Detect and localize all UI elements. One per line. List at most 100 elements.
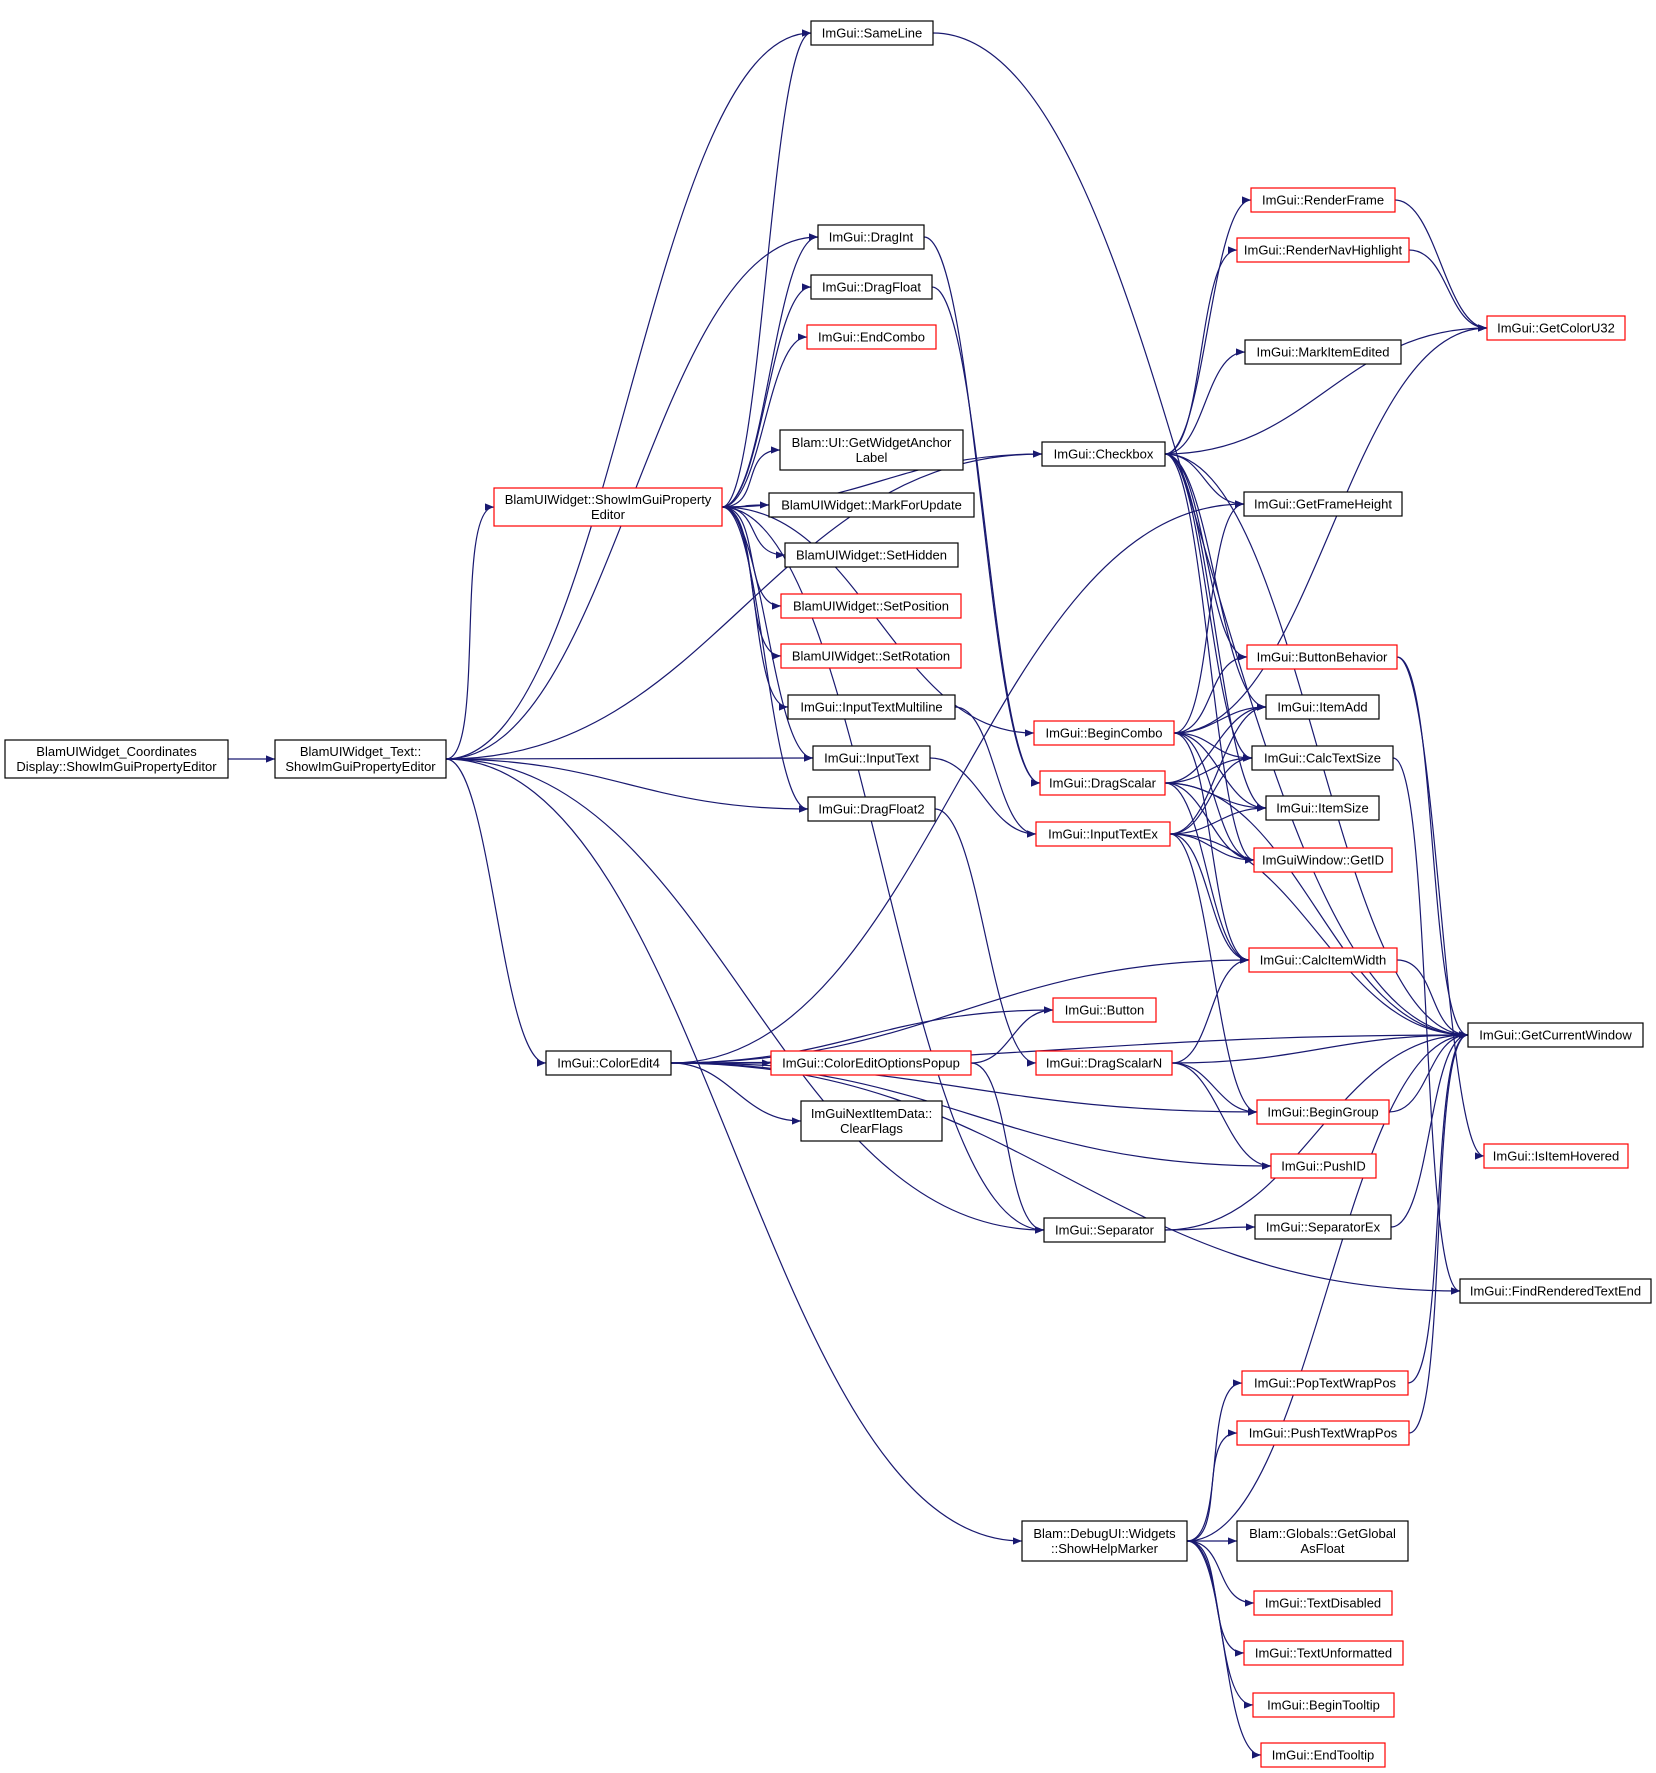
- node-sameline[interactable]: ImGui::SameLine: [810, 20, 934, 46]
- node-label: ImGui::GetCurrentWindow: [1479, 1028, 1632, 1043]
- node-textunformatted[interactable]: ImGui::TextUnformatted: [1243, 1640, 1404, 1666]
- node-pushtextwrappos[interactable]: ImGui::PushTextWrapPos: [1236, 1420, 1410, 1446]
- node-label: ImGui::SeparatorEx: [1266, 1220, 1381, 1235]
- node-box: [1250, 187, 1396, 213]
- node-setposition[interactable]: BlamUIWidget::SetPosition: [780, 593, 962, 619]
- node-box: [784, 542, 959, 568]
- edge-checkbox-to-rendernavhighlight: [1164, 246, 1238, 455]
- node-button[interactable]: ImGui::Button: [1052, 997, 1157, 1023]
- node-widget_show[interactable]: BlamUIWidget::ShowImGuiPropertyEditor: [493, 487, 723, 527]
- edge-coloredit4-to-pushid: [670, 1062, 1272, 1170]
- node-label: ImGui::GetFrameHeight: [1254, 497, 1392, 512]
- node-label: Display::ShowImGuiPropertyEditor: [16, 759, 217, 774]
- node-coloreditoptions[interactable]: ImGui::ColorEditOptionsPopup: [770, 1050, 972, 1076]
- node-label: ImGui::TextDisabled: [1265, 1596, 1381, 1611]
- node-box: [768, 492, 975, 518]
- node-markforupdate[interactable]: BlamUIWidget::MarkForUpdate: [768, 492, 975, 518]
- node-begincombo[interactable]: ImGui::BeginCombo: [1033, 720, 1175, 746]
- edge-dragscalar-to-getcurrentwindow: [1164, 782, 1469, 1039]
- edge-widget_show-to-separator: [721, 506, 1045, 1234]
- edge-dragscalar-to-itemadd: [1164, 703, 1267, 784]
- node-box: [1052, 997, 1157, 1023]
- node-endtooltip[interactable]: ImGui::EndTooltip: [1260, 1742, 1386, 1768]
- node-windowgetid[interactable]: ImGuiWindow::GetID: [1253, 847, 1393, 873]
- node-root[interactable]: BlamUIWidget_CoordinatesDisplay::ShowImG…: [4, 739, 229, 779]
- node-dragscalar[interactable]: ImGui::DragScalar: [1039, 770, 1166, 796]
- node-box: [779, 429, 964, 471]
- node-dragint[interactable]: ImGui::DragInt: [817, 224, 925, 250]
- node-poptextwrappos[interactable]: ImGui::PopTextWrapPos: [1241, 1370, 1409, 1396]
- node-begingroup[interactable]: ImGui::BeginGroup: [1256, 1099, 1390, 1125]
- node-dragfloat[interactable]: ImGui::DragFloat: [810, 274, 933, 300]
- node-label: ImGui::Separator: [1055, 1223, 1155, 1238]
- node-text_show[interactable]: BlamUIWidget_Text::ShowImGuiPropertyEdit…: [274, 739, 447, 779]
- node-buttonbehavior[interactable]: ImGui::ButtonBehavior: [1246, 644, 1398, 670]
- node-coloredit4[interactable]: ImGui::ColorEdit4: [545, 1050, 672, 1076]
- node-box: [1253, 847, 1393, 873]
- edge-text_show-to-sameline: [445, 29, 812, 760]
- node-setrotation[interactable]: BlamUIWidget::SetRotation: [780, 643, 962, 669]
- edge-coloredit4-to-getframeheight: [670, 500, 1245, 1064]
- node-itemadd[interactable]: ImGui::ItemAdd: [1265, 694, 1380, 720]
- node-inputtextmultiline[interactable]: ImGui::InputTextMultiline: [787, 694, 956, 720]
- node-box: [1236, 1420, 1410, 1446]
- node-endcombo[interactable]: ImGui::EndCombo: [806, 324, 937, 350]
- edge-inputtextex-to-itemsize: [1169, 804, 1267, 835]
- node-rendernavhighlight[interactable]: ImGui::RenderNavHighlight: [1236, 237, 1410, 263]
- node-box: [1039, 770, 1166, 796]
- edge-begincombo-to-getframeheight: [1173, 500, 1245, 734]
- node-separator[interactable]: ImGui::Separator: [1043, 1217, 1166, 1243]
- edge-renderframe-to-getcoloru32: [1394, 199, 1488, 332]
- node-getcurrentwindow[interactable]: ImGui::GetCurrentWindow: [1467, 1022, 1644, 1048]
- edge-dragscalarn-to-begingroup: [1171, 1062, 1258, 1116]
- edge-widget_show-to-begincombo: [721, 506, 1035, 737]
- node-getframeheight[interactable]: ImGui::GetFrameHeight: [1243, 491, 1403, 517]
- edge-widget_show-to-setposition: [721, 506, 782, 610]
- node-inputtextex[interactable]: ImGui::InputTextEx: [1035, 821, 1171, 847]
- node-label: ImGui::PushTextWrapPos: [1249, 1426, 1398, 1441]
- node-textdisabled[interactable]: ImGui::TextDisabled: [1253, 1590, 1393, 1616]
- node-checkbox[interactable]: ImGui::Checkbox: [1041, 441, 1166, 467]
- edge-sameline-to-getcurrentwindow: [932, 32, 1469, 1039]
- node-label: ImGui::IsItemHovered: [1493, 1149, 1619, 1164]
- node-pushid[interactable]: ImGui::PushID: [1270, 1153, 1377, 1179]
- edge-widget_show-to-sameline: [721, 29, 812, 508]
- node-isitemhovered[interactable]: ImGui::IsItemHovered: [1483, 1143, 1629, 1169]
- node-sethidden[interactable]: BlamUIWidget::SetHidden: [784, 542, 959, 568]
- node-begintooltip[interactable]: ImGui::BeginTooltip: [1252, 1692, 1395, 1718]
- node-label: ImGui::RenderFrame: [1262, 193, 1384, 208]
- node-dragfloat2[interactable]: ImGui::DragFloat2: [807, 796, 936, 822]
- node-label: ImGui::CalcItemWidth: [1260, 953, 1386, 968]
- node-findrenderedtextend[interactable]: ImGui::FindRenderedTextEnd: [1459, 1278, 1652, 1304]
- edge-text_show-to-inputtext: [445, 754, 814, 762]
- node-calctextsize[interactable]: ImGui::CalcTextSize: [1251, 745, 1394, 771]
- edge-checkbox-to-windowgetid: [1164, 453, 1255, 864]
- edge-checkbox-to-calctextsize: [1164, 453, 1253, 762]
- node-dragscalarn[interactable]: ImGui::DragScalarN: [1035, 1050, 1173, 1076]
- edge-checkbox-to-getcoloru32: [1164, 324, 1488, 455]
- node-box: [1251, 745, 1394, 771]
- edge-widget_show-to-inputtext: [721, 506, 814, 762]
- node-label: ImGui::Button: [1065, 1003, 1144, 1018]
- node-label: ImGui::BeginTooltip: [1267, 1698, 1380, 1713]
- edge-coloredit4-to-calcitemwidth: [670, 956, 1250, 1064]
- node-label: ::ShowHelpMarker: [1051, 1541, 1159, 1556]
- node-box: [780, 593, 962, 619]
- node-label: ImGui::FindRenderedTextEnd: [1470, 1284, 1641, 1299]
- node-renderframe[interactable]: ImGui::RenderFrame: [1250, 187, 1396, 213]
- node-inputtext[interactable]: ImGui::InputText: [812, 745, 931, 771]
- node-markitemedited[interactable]: ImGui::MarkItemEdited: [1244, 339, 1402, 365]
- node-clearflags[interactable]: ImGuiNextItemData::ClearFlags: [800, 1100, 943, 1142]
- node-itemsize[interactable]: ImGui::ItemSize: [1265, 795, 1380, 821]
- node-box: [1248, 947, 1398, 973]
- edge-checkbox-to-itemsize: [1164, 453, 1267, 812]
- edge-inputtextmultiline-to-inputtextex: [954, 706, 1037, 838]
- node-calcitemwidth[interactable]: ImGui::CalcItemWidth: [1248, 947, 1398, 973]
- edge-text_show-to-showhelpmarker: [445, 758, 1023, 1545]
- node-showhelpmarker[interactable]: Blam::DebugUI::Widgets::ShowHelpMarker: [1021, 1520, 1188, 1562]
- node-getcoloru32[interactable]: ImGui::GetColorU32: [1486, 315, 1626, 341]
- node-separatorex[interactable]: ImGui::SeparatorEx: [1254, 1214, 1392, 1240]
- edge-coloreditoptions-to-button: [970, 1006, 1054, 1064]
